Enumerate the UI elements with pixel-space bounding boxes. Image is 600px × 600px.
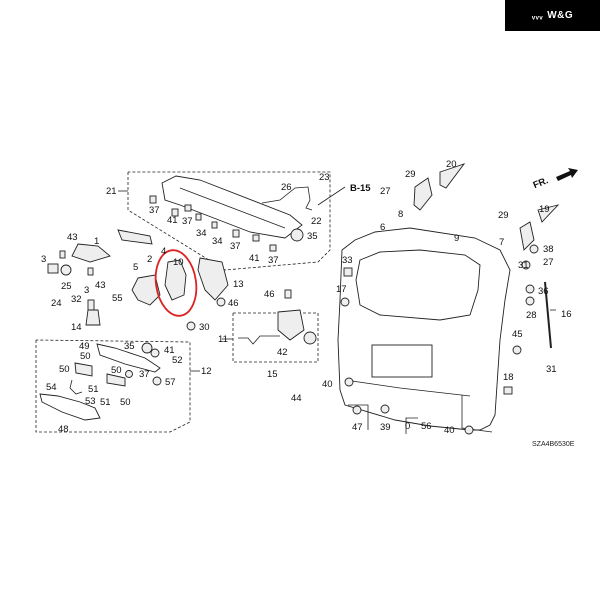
callout: 27 (380, 186, 391, 197)
callout: 13 (233, 279, 244, 290)
callout: 37 (268, 255, 279, 266)
brand-logo-icon: ᵥᵥᵥ (531, 10, 544, 21)
callout: 40 (322, 379, 333, 390)
callout: 43 (67, 232, 78, 243)
callout: 43 (95, 280, 106, 291)
callout: 39 (380, 422, 391, 433)
callout: 40 (444, 425, 455, 436)
callout: 26 (281, 182, 292, 193)
callout: 37 (230, 241, 241, 252)
callout: 46 (264, 289, 275, 300)
callout: 14 (71, 322, 82, 333)
callout: 45 (512, 329, 523, 340)
callout: 35 (307, 231, 318, 242)
group-box-21 (127, 171, 331, 271)
callout: 12 (201, 366, 212, 377)
callout: 50 (111, 365, 122, 376)
callout: 33 (342, 255, 353, 266)
callout: 16 (561, 309, 572, 320)
callouts: 21 26 23 22 35 37 41 37 34 34 37 41 37 4… (41, 159, 572, 436)
diagram-code: SZA4B6530E (532, 441, 575, 448)
callout: 41 (249, 253, 260, 264)
callout: 17 (336, 284, 347, 295)
callout: 27 (543, 257, 554, 268)
callout: 3 (41, 254, 46, 265)
callout: 41 (164, 345, 175, 356)
callout: 1 (94, 236, 99, 247)
callout: 23 (319, 172, 330, 183)
callout: 36 (538, 286, 549, 297)
front-direction-label: FR. (532, 175, 550, 191)
callout: 54 (46, 382, 57, 393)
callout: 37 (182, 216, 193, 227)
callout: 35 (124, 341, 135, 352)
callout: 28 (526, 310, 537, 321)
callout: 50 (80, 351, 91, 362)
callout: 6 (380, 222, 385, 233)
callout: 49 (79, 341, 90, 352)
callout: 55 (112, 293, 123, 304)
callout: 21 (106, 186, 117, 197)
callout: 47 (352, 422, 363, 433)
callout: 9 (454, 233, 459, 244)
callout: 50 (59, 364, 70, 375)
callout: 37 (139, 369, 150, 380)
callout: 3 (84, 285, 89, 296)
callout: 18 (503, 372, 514, 383)
callout: 56 (421, 421, 432, 432)
callout: 50 (120, 397, 131, 408)
callout: 41 (167, 215, 178, 226)
callout: 31 (546, 364, 557, 375)
callout: 8 (398, 209, 403, 220)
brand-name: W&G (547, 10, 574, 21)
callout: 32 (71, 294, 82, 305)
callout: 4 (161, 246, 166, 257)
callout: 15 (267, 369, 278, 380)
callout: 51 (100, 397, 111, 408)
front-direction-arrow-icon (556, 168, 578, 181)
callout: 29 (498, 210, 509, 221)
washer-hose (261, 186, 313, 211)
callout: 19 (539, 204, 550, 215)
callout: 53 (85, 396, 96, 407)
callout: 31 (518, 260, 529, 271)
callout: 44 (291, 393, 302, 404)
callout: 48 (58, 424, 69, 435)
callout: 2 (147, 254, 152, 265)
callout: 0 (405, 421, 410, 432)
group-box-12 (35, 339, 191, 433)
brand-badge: ᵥᵥᵥ W&G (505, 0, 600, 31)
highlight-part-10 (154, 249, 198, 317)
callout: 25 (61, 281, 72, 292)
callout: 11 (218, 334, 228, 345)
callout: 5 (133, 262, 138, 273)
callout: 34 (212, 236, 223, 247)
callout: 37 (149, 205, 160, 216)
callout: 10 (173, 257, 184, 268)
callout: 42 (277, 347, 288, 358)
callout: 52 (172, 355, 183, 366)
callout: 46 (228, 298, 239, 309)
callout: 24 (51, 298, 62, 309)
callout: 38 (543, 244, 554, 255)
callout: 7 (499, 237, 504, 248)
callout: 57 (165, 377, 176, 388)
callout: 20 (446, 159, 457, 170)
reference-label: B-15 (350, 183, 371, 194)
callout: 22 (311, 216, 322, 227)
callout: 30 (199, 322, 210, 333)
callout: 29 (405, 169, 416, 180)
callout: 34 (196, 228, 207, 239)
callout: 51 (88, 384, 99, 395)
